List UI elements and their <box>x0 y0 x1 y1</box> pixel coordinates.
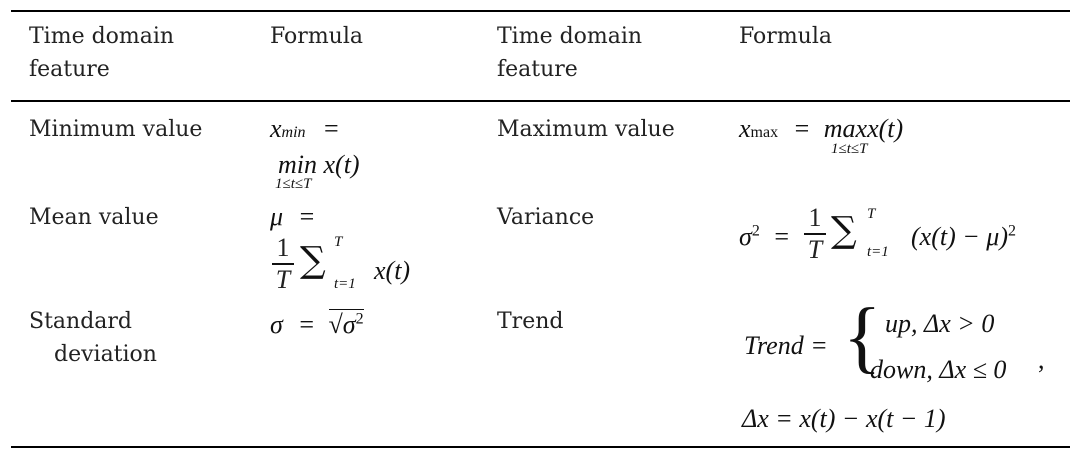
min-operator: min <box>278 150 317 179</box>
trend-down-case: down, Δx ≤ 0 <box>870 355 1006 385</box>
trend-delta-def: Δx = x(t) − x(t − 1) <box>742 404 946 434</box>
mean-numerator: 1 <box>276 233 290 262</box>
variance-sum-sign: ∑ <box>831 210 857 251</box>
xmax-symbol: x <box>739 114 751 143</box>
variance-sigma: σ <box>739 222 752 251</box>
min-range: 1≤t≤T <box>275 176 312 192</box>
min-xt: x(t) <box>323 150 360 179</box>
header-formula-left: Formula <box>270 24 364 49</box>
header-feature-right-line2: feature <box>497 57 578 82</box>
mean-xt: x(t) <box>374 256 410 286</box>
trend-down-text: down, Δx ≤ 0 <box>870 355 1007 384</box>
std-sqrt-body: √σ <box>328 310 356 339</box>
formula-mean-line1: μ = <box>270 202 314 232</box>
formula-max: xmax = maxx(t) <box>739 114 903 144</box>
variance-denominator: T <box>807 234 823 264</box>
formula-min-line2: min x(t) <box>278 150 360 180</box>
row3-feature-left: Standard deviation <box>29 305 157 371</box>
table-bottom-rule <box>11 446 1070 448</box>
variance-body: (x(t) − μ)2 <box>911 222 1016 252</box>
header-formula-right: Formula <box>739 24 833 49</box>
mean-sum-sign: ∑ <box>300 240 326 281</box>
std-sigma: σ <box>270 310 283 339</box>
header-feature-right: Time domain feature <box>497 20 642 86</box>
std-sqrt-sq: 2 <box>355 310 364 328</box>
mean-equals: = <box>299 202 315 231</box>
variance-sq: 2 <box>751 222 760 240</box>
mean-denominator: T <box>275 264 291 294</box>
variance-body-sq: 2 <box>1008 222 1016 240</box>
variance-numerator: 1 <box>808 203 822 232</box>
row1-feature-right: Maximum value <box>497 117 675 142</box>
std-sqrt: √σ2 <box>328 309 364 339</box>
xmin-equals: = <box>324 114 339 143</box>
trend-comma: , <box>1038 345 1045 374</box>
trend-up-text: up, Δx > 0 <box>885 309 995 338</box>
mean-fraction-bar <box>272 263 294 265</box>
variance-lhs: σ2 = <box>739 222 789 252</box>
mean-xt-text: x(t) <box>374 256 411 285</box>
xmin-subscript: min <box>281 124 306 141</box>
max-xt: x(t) <box>867 114 904 143</box>
row3-feature-right: Trend <box>497 309 564 334</box>
header-feature-left-line1: Time domain <box>29 24 175 49</box>
row2-feature-left: Mean value <box>29 205 159 230</box>
trend-brace: { <box>843 293 882 381</box>
variance-sum-lower: t=1 <box>867 244 889 260</box>
variance-fraction-bar <box>804 233 826 235</box>
max-operator: max <box>823 114 868 143</box>
header-feature-right-line1: Time domain <box>497 24 643 49</box>
row1-feature-left: Minimum value <box>29 117 203 142</box>
trend-lhs-text: Trend = <box>744 331 828 360</box>
mean-fraction: 1 T <box>272 235 294 293</box>
trend-delta-text: Δx = x(t) − x(t − 1) <box>742 404 946 433</box>
variance-body-text: (x(t) − μ) <box>911 222 1008 251</box>
trend-lhs: Trend = <box>744 331 828 361</box>
xmax-equals: = <box>794 114 810 143</box>
row2-feature-right: Variance <box>497 205 595 230</box>
row3-feature-left-line2: deviation <box>54 342 157 367</box>
header-feature-left: Time domain feature <box>29 20 174 86</box>
max-range: 1≤t≤T <box>831 141 868 157</box>
xmax-subscript: max <box>750 124 779 141</box>
variance-sum-upper: T <box>867 206 876 222</box>
mean-sum-upper: T <box>334 234 343 250</box>
std-equals: = <box>299 310 314 339</box>
row3-feature-left-line1: Standard <box>29 309 132 334</box>
mean-sum-lower: t=1 <box>334 276 356 292</box>
trend-up-case: up, Δx > 0 <box>885 309 994 339</box>
table-top-rule <box>11 10 1070 12</box>
variance-equals: = <box>774 222 789 251</box>
mu-symbol: μ <box>270 202 284 231</box>
formula-std: σ = √σ2 <box>270 309 364 340</box>
xmin-symbol: x <box>270 114 282 143</box>
table-header-rule <box>11 100 1070 102</box>
variance-fraction: 1 T <box>804 205 826 263</box>
header-feature-left-line2: feature <box>29 57 110 82</box>
formula-min-line1: xmin = <box>270 114 339 144</box>
